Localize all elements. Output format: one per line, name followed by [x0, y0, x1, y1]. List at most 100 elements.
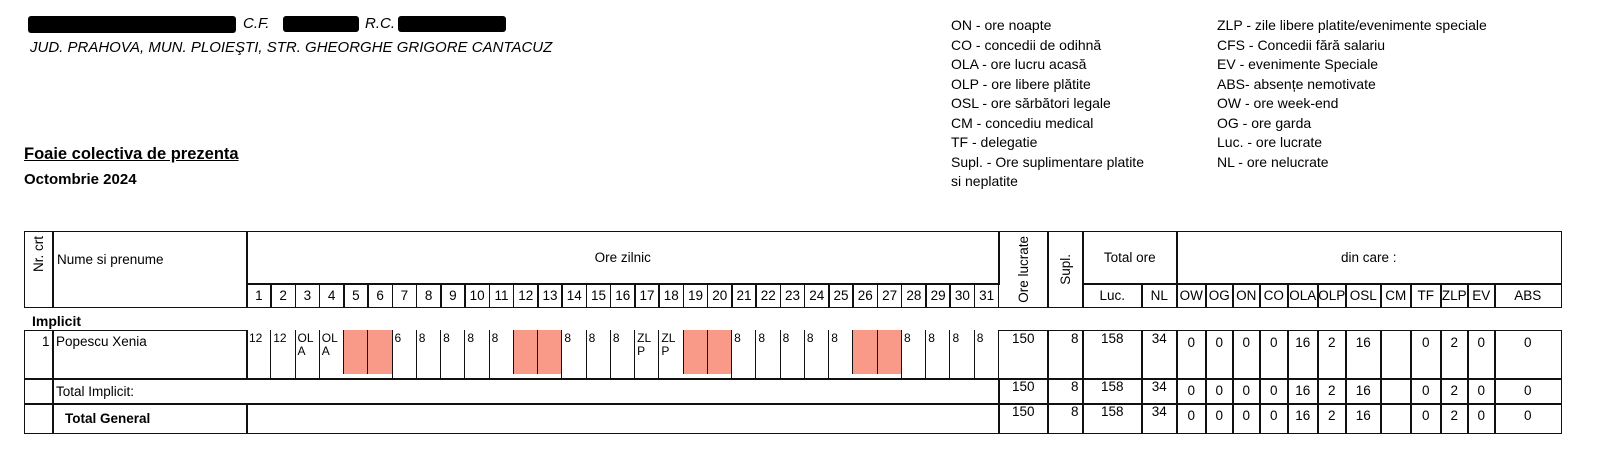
day-cell: 8	[561, 330, 585, 378]
day-header-text: 5	[352, 287, 360, 303]
day-cell: 8	[803, 330, 828, 378]
total-implicit-breakdown-text: 0	[1421, 383, 1430, 398]
total-general-supl: 8	[1047, 403, 1084, 434]
day-header-text: 7	[400, 287, 409, 303]
day-cell: 8	[949, 330, 973, 378]
row-luc-text: 158	[1100, 331, 1124, 346]
row-breakdown: 16	[1345, 330, 1382, 380]
day-header: 5	[343, 283, 369, 308]
day-header-text: 23	[785, 287, 801, 303]
row-nr-text: 1	[41, 334, 50, 349]
day-cell: 8	[464, 330, 488, 378]
header-supl: Supl.	[1047, 231, 1084, 308]
row-breakdown: 0	[1232, 330, 1261, 380]
weekend-day-cell	[706, 330, 732, 374]
total-general-breakdown: 16	[1287, 403, 1319, 434]
breakdown-header: ZLP	[1440, 283, 1469, 308]
header-nr: Nr. crt	[24, 231, 54, 308]
row-breakdown-text: 0	[1269, 335, 1278, 350]
day-cell: 8	[585, 330, 610, 378]
row-employee-name-text: Popescu Xenia	[56, 334, 147, 349]
row-breakdown-text: 16	[1295, 335, 1311, 350]
row-breakdown: 2	[1440, 330, 1469, 380]
header-din-care: din care :	[1176, 231, 1562, 285]
total-implicit-breakdown-text: 2	[1450, 383, 1458, 398]
breakdown-header-text: OSL	[1349, 287, 1377, 303]
breakdown-header-text: TF	[1417, 287, 1435, 303]
day-header-text: 18	[663, 287, 679, 303]
total-general-nr	[24, 403, 54, 434]
header-daily-text: Ore zilnic	[594, 250, 651, 266]
row-breakdown-text: 2	[1450, 335, 1458, 350]
total-general-breakdown: 0	[1467, 403, 1496, 434]
breakdown-header-text: OLA	[1289, 287, 1317, 303]
total-general-luc: 158	[1082, 403, 1143, 434]
day-header: 22	[755, 283, 782, 308]
day-header-text: 4	[327, 287, 336, 303]
total-general-worked: 150	[998, 403, 1049, 434]
day-cell: 12	[270, 330, 294, 378]
weekend-day-cell	[537, 330, 562, 374]
day-header-text: 12	[518, 287, 534, 303]
day-header: 23	[779, 283, 806, 308]
breakdown-header: ON	[1232, 283, 1261, 308]
breakdown-header-text: ABS	[1514, 287, 1542, 303]
legend-item: si neplatite	[951, 173, 1018, 189]
company-address: JUD. PRAHOVA, MUN. PLOIEŞTI, STR. GHEORG…	[30, 39, 553, 56]
period: Octombrie 2024	[24, 171, 137, 188]
legend-item: EV - evenimente Speciale	[1217, 56, 1379, 72]
header-nr-text: Nr. crt	[31, 236, 47, 272]
day-header: 19	[682, 283, 709, 308]
day-cell: 8	[900, 330, 925, 378]
breakdown-header: OLA	[1287, 283, 1319, 308]
legend-item: ABS- absențe nemotivate	[1217, 75, 1376, 92]
total-general-breakdown: 0	[1232, 403, 1261, 434]
day-header-text: 15	[590, 287, 606, 303]
total-implicit-breakdown-text: 16	[1355, 383, 1371, 398]
breakdown-header: OW	[1176, 283, 1207, 308]
day-header: 13	[537, 283, 563, 308]
breakdown-header-text: EV	[1472, 287, 1491, 303]
total-implicit-breakdown: 0	[1494, 378, 1562, 405]
day-cell: 8	[755, 330, 779, 378]
day-header-text: 19	[688, 287, 704, 303]
row-breakdown-text: 0	[1523, 335, 1532, 350]
day-cell: 8	[779, 330, 804, 378]
header-name-text: Nume si prenume	[57, 252, 164, 267]
total-general-breakdown-text: 16	[1295, 408, 1311, 423]
total-implicit-breakdown-text: 0	[1242, 383, 1250, 398]
row-breakdown-text: 16	[1355, 335, 1371, 350]
total-general-label-text: Total General	[65, 410, 151, 426]
legend-item: OLA - ore lucru acasă	[951, 56, 1087, 72]
row-breakdown: 0	[1467, 330, 1496, 380]
breakdown-header-text: ZLP	[1441, 287, 1467, 303]
day-header: 20	[706, 283, 733, 308]
total-implicit-supl: 8	[1047, 378, 1084, 405]
legend-item: NL - ore nelucrate	[1217, 153, 1329, 170]
row-breakdown-text: 0	[1215, 335, 1223, 350]
day-header-text: 13	[542, 287, 558, 303]
day-header: 31	[973, 283, 1000, 308]
legend-item: CM - concediu medical	[951, 114, 1094, 131]
total-general-breakdown: 0	[1410, 403, 1442, 434]
row-breakdown: 16	[1287, 330, 1319, 380]
weekend-day-cell	[852, 330, 877, 374]
day-header: 24	[803, 283, 830, 308]
row-nl: 34	[1141, 330, 1178, 380]
row-breakdown: 0	[1494, 330, 1562, 380]
redacted-rc	[398, 16, 506, 32]
day-header: 3	[294, 283, 321, 308]
total-implicit-luc-text: 158	[1100, 379, 1124, 394]
total-implicit-breakdown-text: 0	[1215, 383, 1223, 398]
day-cell: 8	[488, 330, 513, 378]
total-general-breakdown-text: 0	[1523, 408, 1532, 423]
total-general-breakdown: 16	[1345, 403, 1382, 434]
day-header: 10	[464, 283, 491, 308]
row-breakdown-text: 0	[1242, 335, 1250, 350]
day-header-text: 16	[615, 287, 631, 303]
day-header: 1	[246, 283, 272, 308]
total-implicit-breakdown	[1380, 378, 1412, 405]
day-header-text: 2	[279, 287, 287, 303]
total-general-breakdown-text: 0	[1187, 408, 1195, 423]
breakdown-header: CO	[1259, 283, 1289, 308]
